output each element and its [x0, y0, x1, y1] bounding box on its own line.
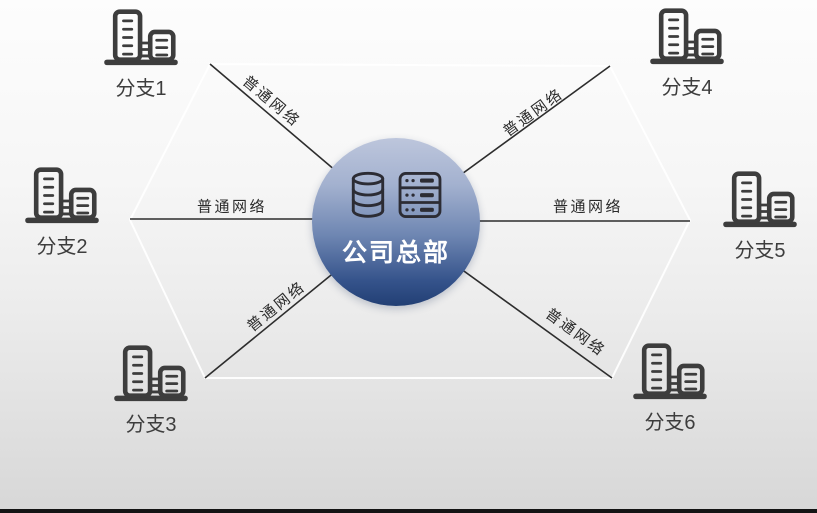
- branch-node-4: 分支4: [647, 7, 727, 100]
- building-icon: [114, 344, 188, 403]
- branch-node-1: 分支1: [101, 8, 181, 101]
- branch-label: 分支2: [36, 236, 88, 258]
- building-icon: [633, 342, 707, 401]
- building-icon: [650, 7, 724, 66]
- branch-label: 分支4: [661, 77, 713, 99]
- branch-label: 分支3: [125, 414, 177, 436]
- headquarters-node: 公司总部: [312, 138, 480, 306]
- branch-node-3: 分支3: [111, 344, 191, 437]
- building-icon: [723, 170, 797, 229]
- branch-node-5: 分支5: [720, 170, 800, 263]
- headquarters-icons: [350, 171, 442, 219]
- headquarters-label: 公司总部: [341, 239, 450, 267]
- branch-label: 分支1: [115, 78, 167, 100]
- branch-node-6: 分支6: [630, 342, 710, 435]
- branch-node-2: 分支2: [22, 166, 102, 259]
- branch-label: 分支5: [734, 240, 786, 262]
- link-label-branch5: 普通网络: [552, 198, 624, 216]
- link-label-branch2: 普通网络: [196, 198, 268, 216]
- branch-label: 分支6: [644, 412, 696, 434]
- building-icon: [25, 166, 99, 225]
- database-icon: [351, 171, 385, 218]
- server-rack-icon: [398, 171, 442, 219]
- building-icon: [104, 8, 178, 67]
- bottom-edge-bar: [0, 509, 817, 513]
